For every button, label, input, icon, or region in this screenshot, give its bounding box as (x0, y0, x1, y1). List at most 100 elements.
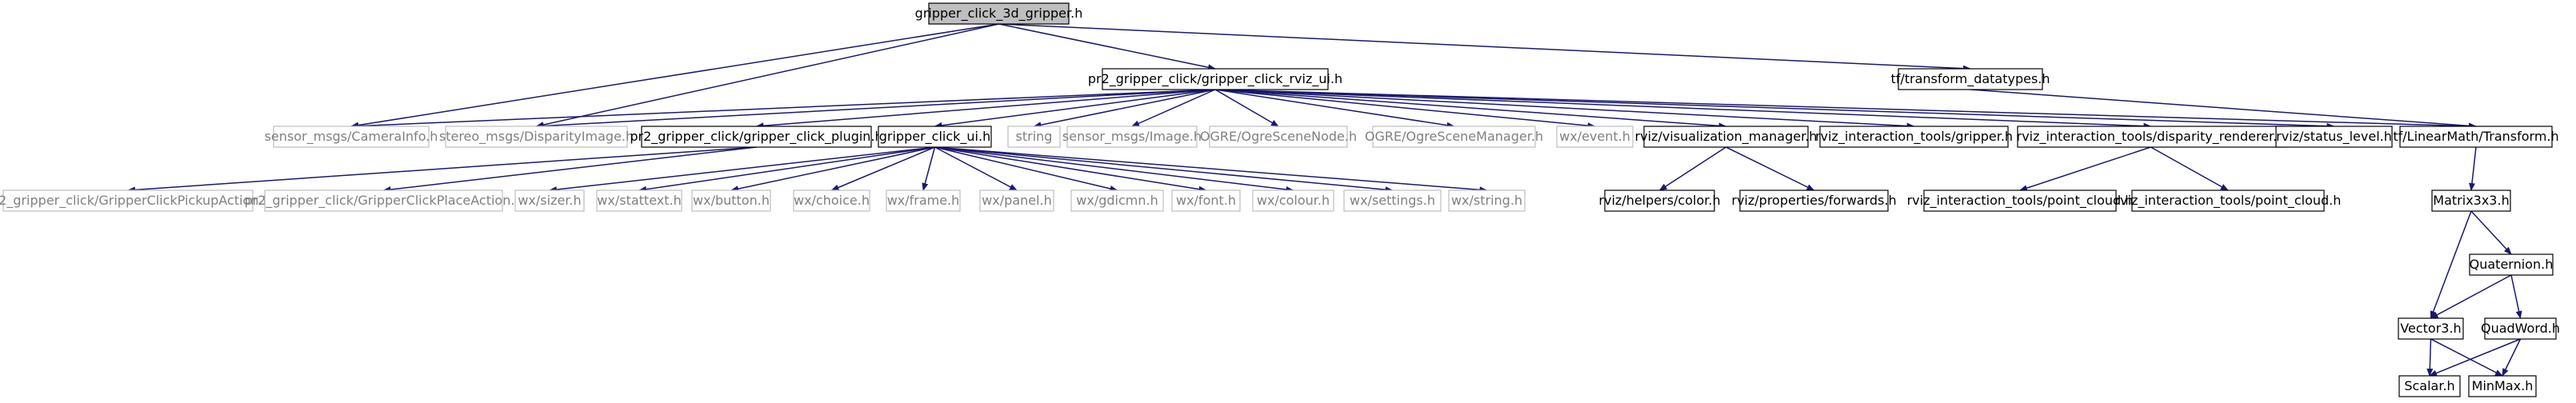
node-vis_mgr[interactable]: rviz/visualization_manager.h (1635, 126, 1818, 148)
node-label: tf/LinearMath/Transform.h (2393, 129, 2558, 144)
edge-matrix-to-vec3 (2430, 210, 2472, 319)
edge-rviz_ui-to-ogre_node (1214, 89, 1279, 127)
node-box (878, 126, 992, 148)
node-colour: wx/colour.h (1252, 190, 1334, 212)
edge-vec3-to-minmax (2430, 338, 2503, 377)
edge-tf_types-to-lm_trans (1970, 89, 2477, 130)
edge-quadword-to-minmax (2502, 338, 2522, 377)
node-disp_rend[interactable]: rviz_interaction_tools/disparity_rendere… (2017, 126, 2286, 148)
node-lm_trans[interactable]: tf/LinearMath/Transform.h (2393, 126, 2559, 148)
node-it_gripper[interactable]: rviz_interaction_tools/gripper.h (1815, 126, 2013, 148)
edge-root-to-tf_types (998, 23, 1971, 72)
node-box (596, 190, 682, 212)
node-label: rviz/helpers/color.h (1598, 193, 1720, 208)
node-label: rviz_interaction_tools/gripper.h (1815, 129, 2013, 145)
node-label: wx/colour.h (1257, 193, 1330, 208)
node-quadword[interactable]: QuadWord.h (2481, 317, 2560, 340)
node-forwards[interactable]: rviz/properties/forwards.h (1731, 190, 1897, 212)
edge-lm_trans-to-matrix (2469, 146, 2477, 191)
node-disp_img: stereo_msgs/DisparityImage.h (439, 126, 634, 148)
node-box (1556, 126, 1634, 148)
node-string: string (1007, 126, 1061, 148)
node-vec3[interactable]: Vector3.h (2398, 317, 2464, 340)
edge-click_ui-to-font (934, 146, 1207, 193)
edge-rviz_ui-to-disp_rend (1214, 89, 2152, 130)
edge-plugin-to-pickup (127, 146, 757, 194)
edge-click_ui-to-panel (934, 146, 1018, 191)
node-label: gripper_click_ui.h (879, 129, 990, 145)
node-label: wx/stattext.h (597, 193, 681, 208)
node-box (2399, 126, 2553, 148)
edge-rviz_ui-to-image (1131, 89, 1216, 127)
node-label: pr2_gripper_click/GripperClickPickupActi… (0, 193, 271, 209)
edge-click_ui-to-button (730, 146, 935, 193)
node-rviz_ui[interactable]: pr2_gripper_click/gripper_click_rviz_ui.… (1088, 68, 1342, 90)
edge-rviz_ui-to-status (1214, 89, 2335, 130)
node-sizer: wx/sizer.h (514, 190, 585, 212)
node-plugin[interactable]: pr2_gripper_click/gripper_click_plugin.h (630, 126, 883, 148)
node-box (2398, 317, 2464, 340)
node-ogre_node: OGRE/OgreSceneNode.h (1200, 126, 1357, 148)
edge-disp_rend-to-pc1 (2019, 146, 2151, 191)
node-panel: wx/panel.h (979, 190, 1054, 212)
node-click_ui[interactable]: gripper_click_ui.h (878, 126, 992, 148)
node-box (2275, 126, 2393, 148)
edge-rviz_ui-to-lm_trans (1214, 89, 2477, 130)
node-label: QuadWord.h (2481, 321, 2560, 336)
node-label: Vector3.h (2400, 321, 2461, 336)
edge-vec3-to-scalar (2426, 338, 2434, 377)
node-label: wx/gdicmn.h (1076, 193, 1158, 208)
node-box (514, 190, 585, 212)
node-label: wx/settings.h (1350, 193, 1435, 208)
node-label: wx/frame.h (887, 193, 960, 208)
edge-matrix-to-quat (2470, 210, 2512, 255)
edge-vis_mgr-to-forwards (1726, 146, 1815, 191)
node-color[interactable]: rviz/helpers/color.h (1598, 190, 1721, 212)
node-label: tf/transform_datatypes.h (1890, 71, 2050, 87)
node-button: wx/button.h (691, 190, 771, 212)
node-root[interactable]: gripper_click_3d_gripper.h (915, 2, 1083, 25)
node-label: rviz/visualization_manager.h (1635, 129, 1818, 145)
node-box (928, 2, 1070, 25)
node-label: Quaternion.h (2470, 257, 2554, 272)
node-minmax[interactable]: MinMax.h (2468, 375, 2537, 397)
node-status[interactable]: rviz/status_level.h (2275, 126, 2393, 148)
node-label: sensor_msgs/Image.h (1062, 129, 1202, 145)
node-label: rviz_interaction_tools/point_cloud.h (2115, 193, 2342, 209)
edge-click_ui-to-wxstring (934, 146, 1488, 194)
node-quat[interactable]: Quaternion.h (2469, 253, 2554, 276)
node-scalar[interactable]: Scalar.h (2398, 375, 2461, 397)
node-box (2017, 126, 2285, 148)
node-matrix[interactable]: Matrix3x3.h (2431, 190, 2511, 212)
node-box (979, 190, 1054, 212)
node-pc1[interactable]: rviz_interaction_tools/point_cloud.h (1907, 190, 2134, 212)
node-box (1209, 126, 1348, 148)
node-layer: gripper_click_3d_gripper.h pr2_gripper_cl… (0, 2, 2560, 397)
node-label: pr2_gripper_click/gripper_click_rviz_ui.… (1088, 71, 1342, 87)
node-pc2[interactable]: rviz_interaction_tools/point_cloud.h (2115, 190, 2342, 212)
edge-quat-to-vec3 (2430, 274, 2512, 319)
node-box (1923, 190, 2117, 212)
node-label: Matrix3x3.h (2433, 193, 2509, 208)
edge-rviz_ui-to-it_gripper (1214, 89, 1915, 130)
node-box (1372, 126, 1536, 148)
node-cam_info: sensor_msgs/CameraInfo.h (265, 126, 438, 148)
node-label: gripper_click_3d_gripper.h (915, 6, 1083, 22)
node-tf_types[interactable]: tf/transform_datatypes.h (1890, 68, 2050, 90)
node-box (2468, 375, 2537, 397)
node-box (1171, 190, 1241, 212)
node-stattext: wx/stattext.h (596, 190, 682, 212)
node-label: OGRE/OgreSceneManager.h (1365, 129, 1543, 144)
edge-quadword-to-scalar (2429, 338, 2521, 377)
edge-rviz_ui-to-vis_mgr (1214, 89, 1727, 130)
node-label: wx/string.h (1451, 193, 1522, 208)
node-box (1448, 190, 1526, 212)
node-box (1252, 190, 1334, 212)
node-label: rviz_interaction_tools/disparity_rendere… (2017, 129, 2286, 145)
node-pickup: pr2_gripper_click/GripperClickPickupActi… (0, 190, 271, 212)
node-label: stereo_msgs/DisparityImage.h (439, 129, 634, 145)
node-box (273, 126, 430, 148)
edge-click_ui-to-choice (830, 146, 935, 191)
edge-layer (127, 23, 2522, 377)
node-label: pr2_gripper_click/GripperClickPlaceActio… (244, 193, 522, 209)
